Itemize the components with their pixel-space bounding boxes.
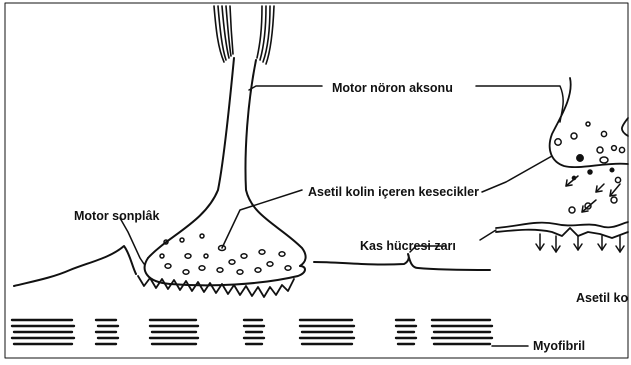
label-acetylcholine-partial: Asetil ko (576, 291, 628, 305)
detail-release-arrows (566, 176, 620, 212)
label-muscle-cell-membrane: Kas hücresi zarı (360, 239, 456, 253)
leader-detail (482, 156, 552, 192)
label-acetylcholine-vesicles: Asetil kolin içeren kesecikler (308, 185, 479, 199)
label-motor-endplate: Motor sonplâk (74, 209, 159, 223)
detail-postsynaptic-membrane (496, 222, 628, 238)
junctional-folds (138, 276, 294, 297)
leader-axon (249, 86, 322, 90)
leader-endplate (120, 218, 144, 264)
myofibril-bands (12, 320, 492, 344)
leader-vesicles (222, 190, 302, 248)
endplate-bulb (145, 258, 305, 285)
axon-right-edge (245, 60, 305, 266)
label-myofibril: Myofibril (533, 339, 585, 353)
nerve-fibers-left (214, 6, 233, 62)
axon-left-edge (148, 58, 234, 258)
muscle-membrane-right (314, 254, 490, 270)
nerve-fibers-right (257, 6, 274, 64)
muscle-membrane-left (14, 246, 136, 286)
detail-vesicles (555, 122, 625, 213)
leader-axon-right (476, 86, 563, 122)
frame-border (5, 3, 628, 358)
leader-detail-low (480, 230, 496, 240)
label-motor-neuron-axon: Motor nöron aksonu (332, 81, 453, 95)
